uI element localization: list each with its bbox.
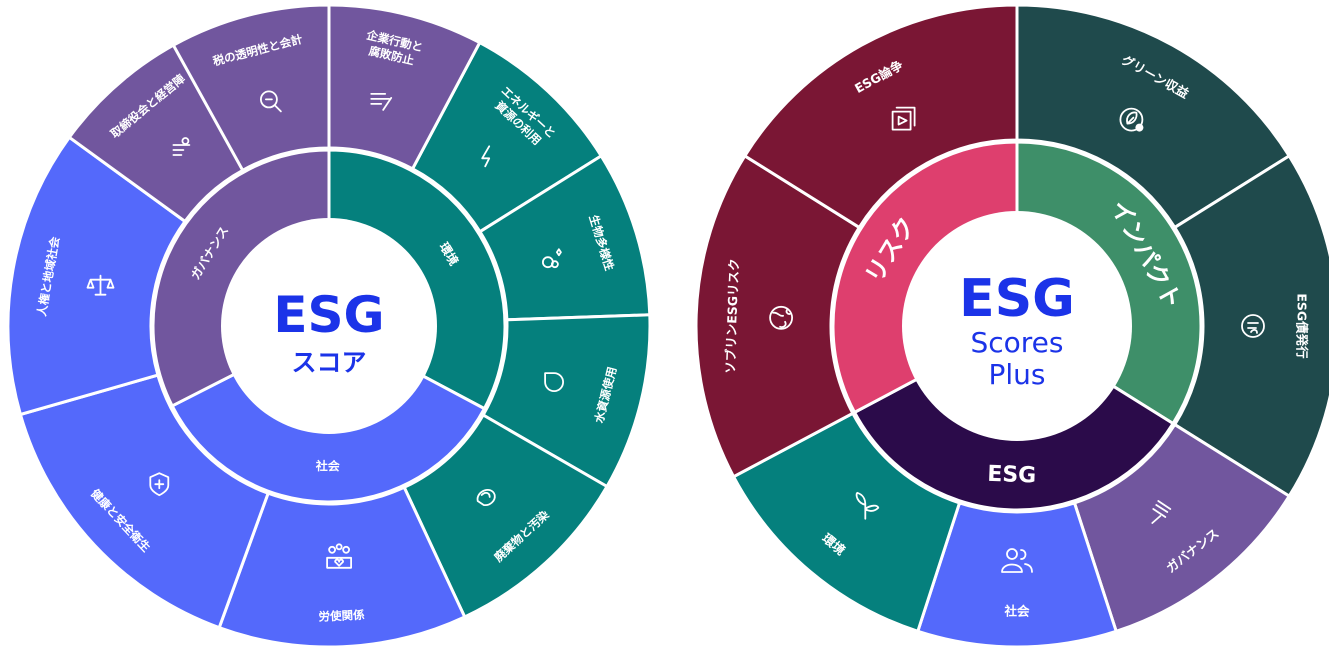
green-revenue-icon	[1119, 107, 1144, 132]
esg-plus-topic-segment: ソブリンESGリスク	[694, 153, 862, 479]
water-drop-icon	[544, 372, 564, 392]
esg-plus-topic-sector	[742, 3, 1019, 230]
tax-search-icon	[259, 90, 282, 113]
esg-scores-plus-hub-line2: Scores	[970, 326, 1063, 359]
esg-topic-segment: 健康と安全衛生	[18, 373, 271, 630]
esg-topic-segment: 税の透明性と会計	[171, 3, 331, 173]
esg-plus-topic-segment: ガバナンス	[1072, 422, 1292, 634]
esg-bond-icon	[1241, 314, 1265, 338]
esg-topic-label: 労使関係	[318, 608, 365, 624]
esg-topic-sector	[171, 3, 331, 173]
esg-plus-topic-sector	[1172, 153, 1329, 499]
globe-icon	[769, 305, 793, 330]
media-icon	[891, 106, 916, 131]
gavel-icon	[1151, 500, 1172, 524]
waste-icon	[476, 488, 496, 507]
esg-plus-topic-label: 社会	[1003, 603, 1030, 618]
lightning-icon	[481, 145, 491, 168]
esg-plus-topic-label: ソブリンESGリスク	[723, 258, 742, 374]
esg-score-hub-title: ESG	[273, 286, 384, 344]
esg-scores-plus-hub	[902, 211, 1132, 441]
esg-plus-topic-label: ESG債発行	[1295, 293, 1310, 359]
esg-scores-plus-hub-line3: Plus	[989, 358, 1046, 391]
esg-topic-segment: 人権と地域社会	[6, 135, 188, 417]
ring-risk: リスク	[831, 140, 1019, 415]
scales-icon	[86, 274, 115, 296]
board-icon	[172, 137, 191, 156]
esg-score-hub-subtitle: スコア	[291, 348, 366, 377]
esg-plus-topic-sector	[1015, 3, 1292, 230]
esg-plus-topic-sector	[694, 153, 862, 479]
esg-topic-sector	[316, 3, 482, 171]
pillar-social-label: 社会	[315, 458, 341, 473]
esg-topic-sector	[18, 373, 271, 630]
esg-score-wheel: 気候トランジションエネルギーと資源の利用生物多様性水資源使用廃棄物と汚染労使関係…	[6, 3, 652, 649]
esg-plus-topic-segment: グリーン収益	[1015, 3, 1292, 230]
esg-score-hub	[221, 218, 437, 434]
people-heart-icon	[326, 543, 353, 569]
health-shield-icon	[149, 472, 170, 497]
esg-topic-sector	[6, 135, 188, 417]
conduct-icon	[370, 93, 393, 111]
esg-topic-segment: 企業行動と腐敗防止	[316, 3, 482, 171]
ring-impact: インパクト	[1015, 140, 1203, 426]
ring-esg-label: ESG	[987, 462, 1037, 489]
pillar-governance: ガバナンス	[151, 148, 331, 408]
esg-plus-topic-segment: 環境	[731, 411, 962, 634]
esg-plus-topic-segment: ESG債発行	[1172, 153, 1329, 499]
esg-plus-topic-segment: ESG論争	[742, 3, 1019, 230]
people-icon	[1001, 548, 1033, 573]
sprout-icon	[855, 491, 880, 520]
biodiversity-icon	[542, 248, 562, 269]
esg-scores-plus-hub-title: ESG	[959, 269, 1075, 329]
